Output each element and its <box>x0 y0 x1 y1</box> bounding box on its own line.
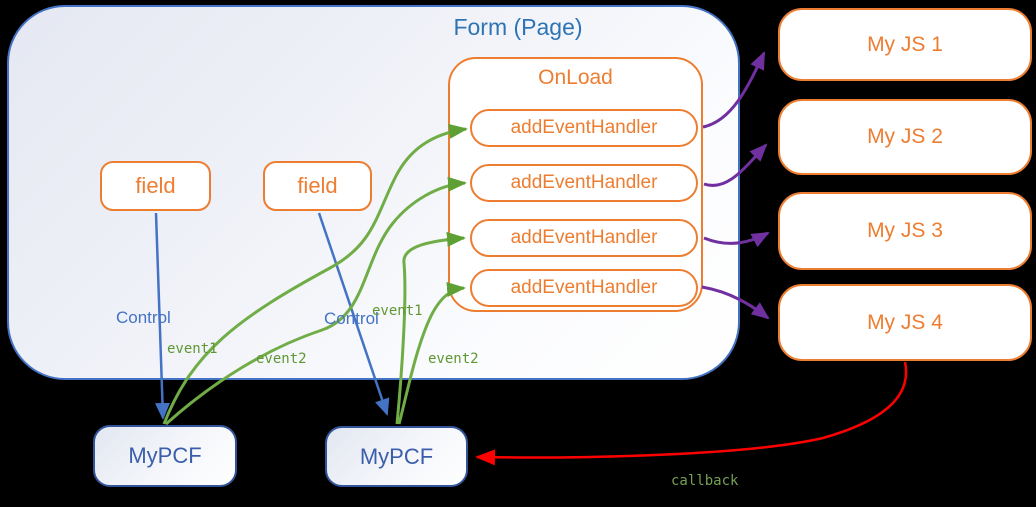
add-event-handler-4-box: addEventHandler <box>470 269 698 307</box>
mypcf-1-box: MyPCF <box>93 425 237 487</box>
add-event-handler-1-box: addEventHandler <box>470 109 698 147</box>
add-event-handler-2-label: addEventHandler <box>510 172 658 193</box>
my-js-4-label: My JS 4 <box>867 310 943 334</box>
add-event-handler-1-label: addEventHandler <box>510 117 658 138</box>
event1-label-pcf1: event1 <box>167 341 218 357</box>
form-page-title: Form (Page) <box>453 14 583 40</box>
callback-label: callback <box>671 473 739 489</box>
field-2-box: field <box>263 161 372 211</box>
mypcf-2-box: MyPCF <box>325 426 468 487</box>
my-js-2-label: My JS 2 <box>867 125 943 148</box>
field-1-box: field <box>100 161 211 211</box>
add-event-handler-2-box: addEventHandler <box>470 164 698 202</box>
add-event-handler-3-box: addEventHandler <box>470 219 698 257</box>
add-event-handler-3-label: addEventHandler <box>510 227 658 248</box>
field-2-label: field <box>297 173 338 198</box>
mypcf-1-label: MyPCF <box>128 443 202 468</box>
event2-label-pcf1: event2 <box>256 351 307 367</box>
event2-label-pcf2: event2 <box>428 351 479 367</box>
my-js-3-label: My JS 3 <box>867 219 943 242</box>
event1-label-pcf2: event1 <box>372 303 423 319</box>
my-js-1-label: My JS 1 <box>867 32 943 56</box>
field-1-label: field <box>135 173 176 198</box>
onload-title: OnLoad <box>538 66 613 89</box>
my-js-4-box: My JS 4 <box>778 284 1032 361</box>
my-js-1-box: My JS 1 <box>778 8 1032 81</box>
my-js-3-box: My JS 3 <box>778 192 1032 270</box>
mypcf-2-label: MyPCF <box>359 443 434 469</box>
control-label-1: Control <box>116 308 171 327</box>
my-js-2-box: My JS 2 <box>778 99 1032 175</box>
add-event-handler-4-label: addEventHandler <box>510 277 658 298</box>
control-label-2: Control <box>324 309 379 328</box>
